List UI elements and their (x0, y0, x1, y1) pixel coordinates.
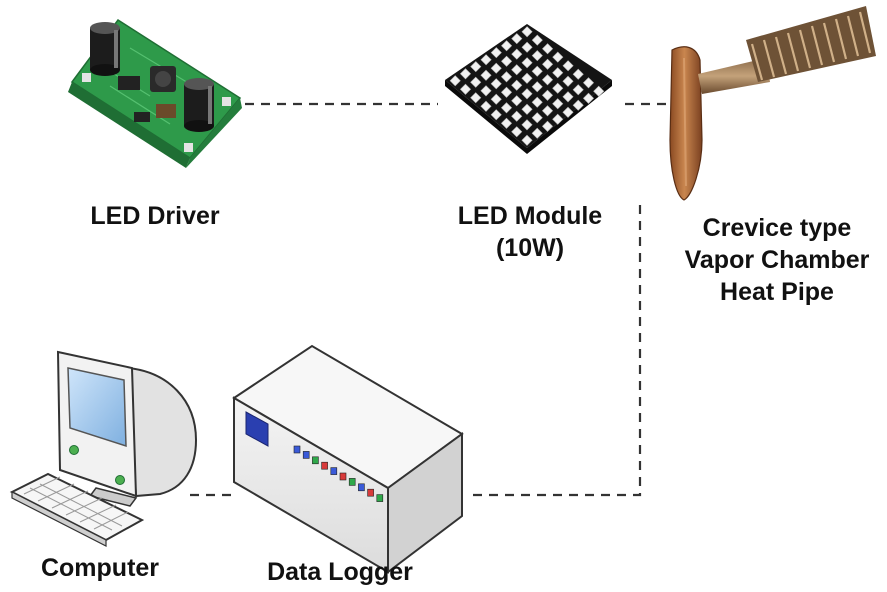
led-chip (531, 50, 543, 62)
led-chip (521, 41, 533, 53)
led-driver-label: LED Driver (90, 202, 220, 230)
led-chip (459, 68, 472, 80)
connector-lines (190, 102, 668, 497)
led-chip (511, 48, 523, 60)
led-chip (582, 77, 595, 89)
led-grid (449, 26, 605, 146)
led-chip (490, 109, 502, 121)
indicator-light (376, 494, 384, 502)
connector-heatpipe-logger (467, 205, 642, 497)
led-chip (593, 85, 605, 97)
led-chip (500, 86, 513, 98)
led-chip (562, 60, 574, 72)
led-chip (562, 75, 574, 87)
led-chip (572, 68, 584, 80)
led-chip (490, 47, 502, 59)
indicator-light (312, 456, 319, 465)
led-chip (511, 95, 523, 107)
led-chip (500, 117, 513, 129)
indicator-light (358, 483, 365, 492)
led-chip (511, 79, 523, 91)
led-chip (541, 105, 554, 117)
led-chip (501, 40, 513, 52)
led-chip (541, 74, 554, 86)
led-chip (500, 71, 513, 83)
led-chip (521, 26, 533, 38)
led-chip (480, 100, 492, 112)
led-chip (552, 113, 564, 125)
led-module-label: LED Module (10W) (457, 202, 603, 262)
heat-pipe-label: Crevice type Vapor Chamber Heat Pipe (684, 214, 870, 306)
led-chip (562, 91, 574, 103)
led-chip (531, 65, 543, 77)
led-chip (521, 88, 533, 100)
led-chip (449, 75, 461, 87)
computer-icon (9, 350, 198, 547)
indicator-light (339, 472, 347, 481)
led-chip (531, 96, 543, 108)
led-chip (552, 67, 564, 79)
led-chip (500, 102, 513, 114)
led-chip (572, 84, 584, 96)
led-chip (552, 82, 564, 94)
led-chip (490, 93, 502, 105)
led-chip (531, 112, 543, 124)
led-chip (480, 69, 492, 81)
led-chip (552, 98, 564, 110)
led-driver-icon (68, 18, 242, 168)
indicator-light (348, 478, 356, 486)
led-chip (552, 51, 564, 63)
led-chip (459, 83, 472, 95)
led-chip (511, 110, 523, 122)
led-chip (531, 127, 543, 139)
led-chip (490, 78, 502, 90)
led-chip (501, 55, 513, 67)
led-chip (490, 62, 502, 74)
led-module-icon (445, 24, 612, 154)
indicator-light (321, 461, 328, 470)
led-chip (511, 126, 523, 138)
led-chip (542, 58, 554, 70)
indicator-light (367, 488, 374, 497)
led-chip (582, 92, 595, 104)
led-chip (521, 57, 533, 69)
logger-indicator-lights (293, 445, 384, 502)
led-chip (531, 34, 543, 46)
led-chip (480, 85, 492, 97)
led-chip (521, 119, 533, 131)
led-chip (470, 92, 482, 104)
heat-pipe-icon (669, 6, 876, 201)
led-chip (531, 81, 543, 93)
led-chip (470, 61, 482, 73)
led-chip (542, 43, 554, 55)
computer-label: Computer (40, 554, 160, 582)
indicator-light (330, 467, 338, 475)
data-logger-label: Data Logger (267, 558, 413, 586)
indicator-light (293, 445, 301, 454)
led-chip (521, 134, 533, 146)
led-chip (562, 106, 574, 118)
led-chip (541, 120, 554, 132)
led-chip (470, 76, 482, 88)
indicator-light (302, 451, 310, 459)
led-chip (572, 99, 584, 111)
led-chip (541, 89, 554, 101)
led-chip (521, 103, 533, 115)
led-chip (511, 33, 523, 45)
led-chip (521, 72, 533, 84)
data-logger-icon (232, 344, 464, 575)
led-chip (511, 64, 523, 76)
led-chip (480, 54, 492, 66)
